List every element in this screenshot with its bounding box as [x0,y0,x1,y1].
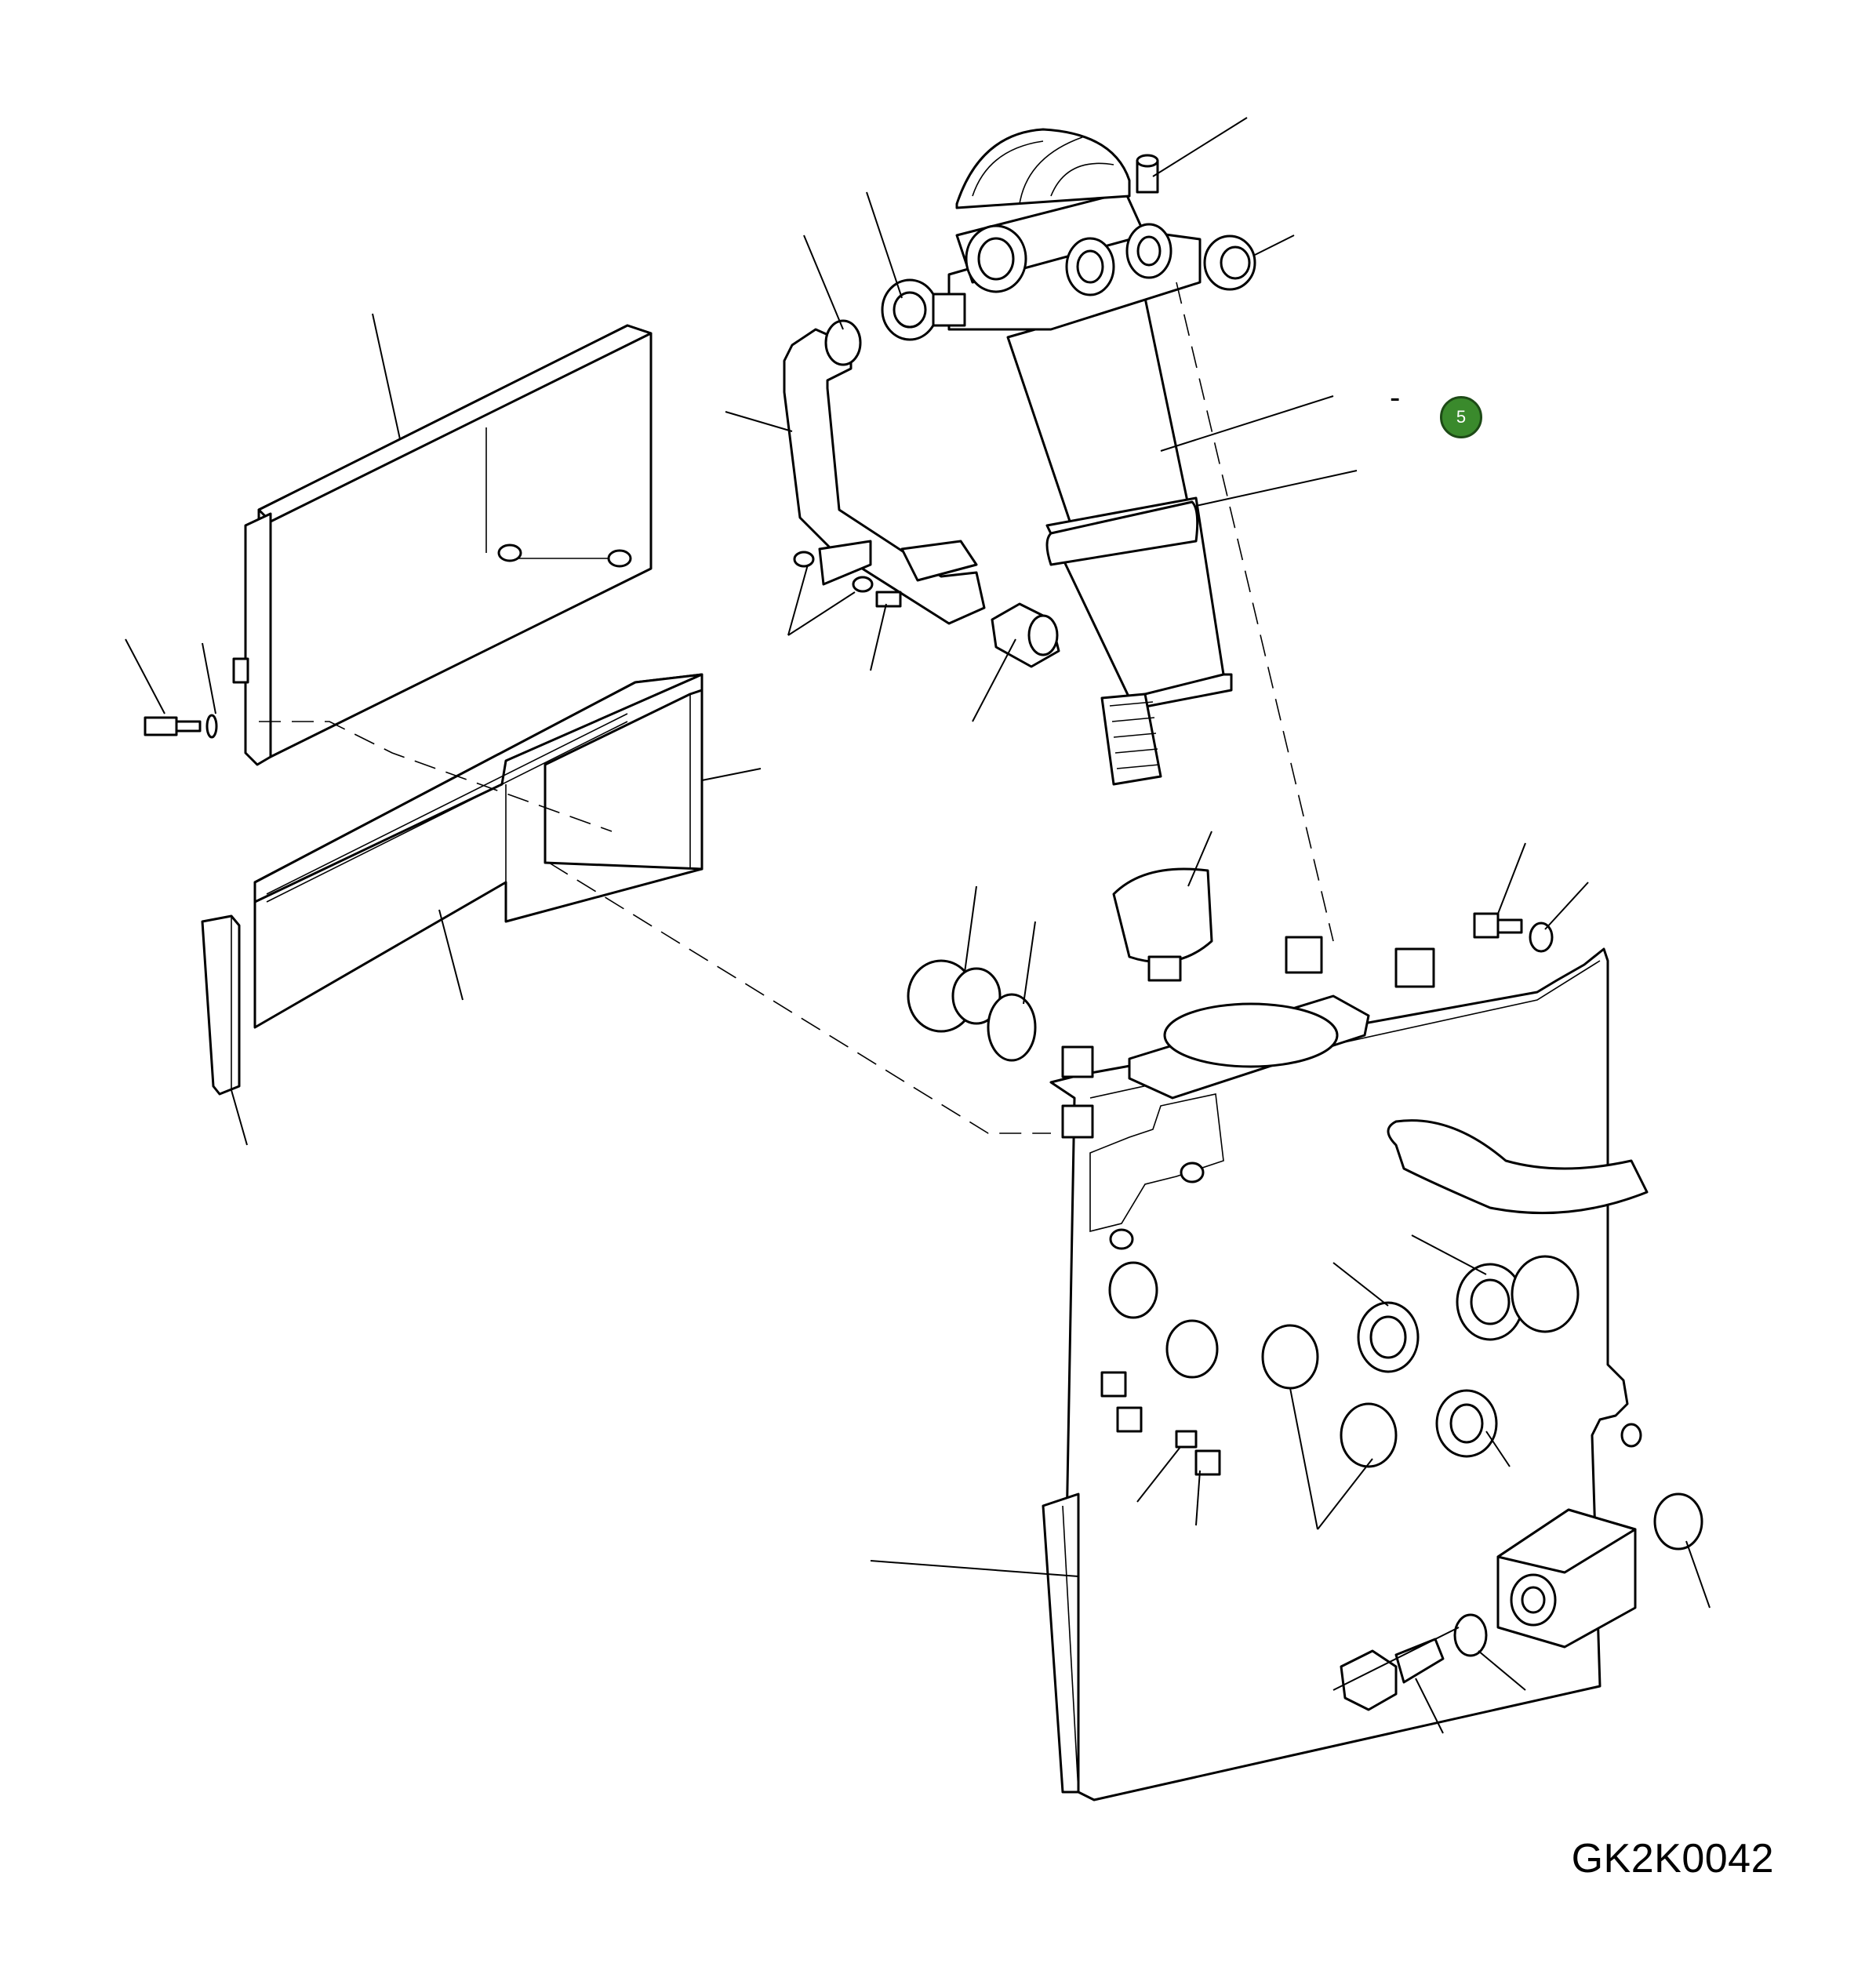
callout-number-badge[interactable]: 5 [1440,396,1482,438]
pipe-assembly [783,319,1060,668]
drawing-code: GK2K0042 [1571,1836,1774,1881]
filter-assembly [881,128,1256,786]
upper-cover-panel [232,324,653,766]
dash-mark: - [1390,380,1401,415]
side-strip [201,914,241,1096]
middle-cover-panel [253,673,704,1029]
assembly-dashed-lines [259,282,1334,1134]
mounting-plate [907,867,1703,1801]
leader-lines [125,117,1711,1734]
bolt-left [144,714,218,739]
